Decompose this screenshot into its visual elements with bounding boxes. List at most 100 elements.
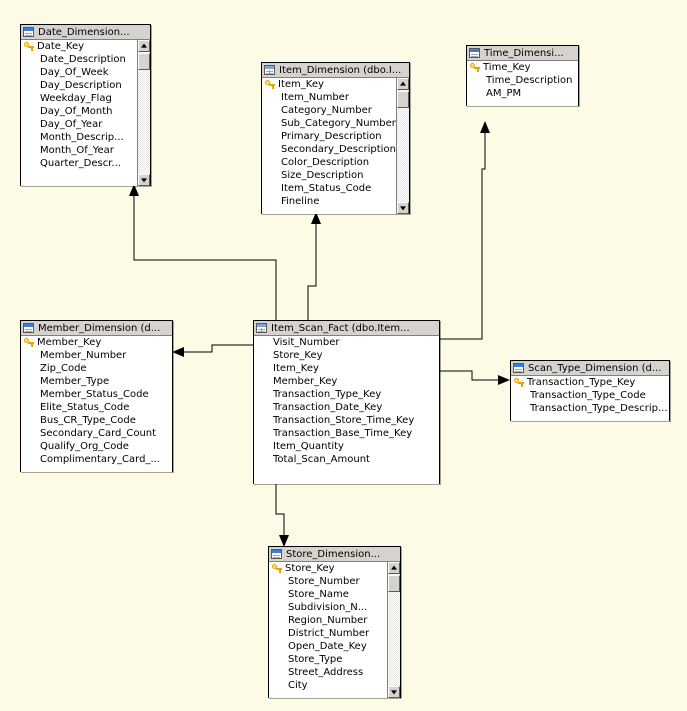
table-column-list[interactable]: Visit_Number Store_Key Item_Key Member_K… — [254, 336, 439, 484]
table-column-list[interactable]: Store_Key Store_Number Store_Name Subdiv… — [269, 562, 400, 698]
table-row[interactable]: Day_Of_Year — [21, 118, 138, 131]
scrollbar-thumb[interactable] — [138, 53, 150, 70]
table-row[interactable]: Qualify_Org_Code — [21, 440, 172, 453]
table-row[interactable]: Transaction_Date_Key — [254, 401, 439, 414]
table-title-bar[interactable]: Member_Dimension (d... — [21, 321, 172, 336]
table-row[interactable]: Elite_Status_Code — [21, 401, 172, 414]
table-row[interactable]: Color_Description — [262, 156, 397, 169]
table-store-dimension[interactable]: Store_Dimension... Store_Key Store_Numbe… — [268, 546, 401, 698]
table-title-text: Scan_Type_Dimension (d... — [528, 362, 662, 374]
table-row[interactable]: Store_Key — [254, 349, 439, 362]
table-time-dimension[interactable]: Time_Dimensi... Time_Key Time_Descriptio… — [466, 45, 579, 106]
table-row[interactable]: Member_Key — [254, 375, 439, 388]
table-row[interactable]: Complimentary_Card_... — [21, 453, 172, 466]
table-row[interactable]: Visit_Number — [254, 336, 439, 349]
scrollbar-track[interactable] — [388, 574, 400, 686]
column-name: Bus_CR_Type_Code — [40, 415, 136, 426]
table-row[interactable]: Member_Key — [21, 336, 172, 349]
scroll-down-button[interactable] — [397, 202, 409, 214]
table-row[interactable]: AM_PM — [467, 87, 578, 100]
table-row[interactable]: Bus_CR_Type_Code — [21, 414, 172, 427]
vertical-scrollbar[interactable] — [387, 562, 400, 698]
table-row[interactable]: Size_Description — [262, 169, 397, 182]
table-row[interactable]: Store_Key — [269, 562, 388, 575]
column-name: District_Number — [288, 628, 370, 639]
column-name: Subdivision_N... — [288, 602, 368, 613]
caret-down-icon — [141, 178, 147, 183]
table-row[interactable]: Member_Type — [21, 375, 172, 388]
table-column-list[interactable]: Item_Key Item_Number Category_Number Sub… — [262, 78, 409, 214]
table-row[interactable]: Zip_Code — [21, 362, 172, 375]
table-row[interactable]: Transaction_Type_Key — [511, 376, 669, 389]
table-row[interactable]: Secondary_Description — [262, 143, 397, 156]
table-row[interactable]: Time_Description — [467, 74, 578, 87]
table-row[interactable]: District_Number — [269, 627, 388, 640]
table-row[interactable]: Total_Scan_Amount — [254, 453, 439, 466]
vertical-scrollbar[interactable] — [137, 40, 150, 186]
table-row[interactable]: Transaction_Type_Code — [511, 389, 669, 402]
table-member-dimension[interactable]: Member_Dimension (d... Member_Key Member… — [20, 320, 173, 472]
table-row[interactable]: Item_Key — [254, 362, 439, 375]
table-title-bar[interactable]: Item_Scan_Fact (dbo.Item... — [254, 321, 439, 336]
vertical-scrollbar[interactable] — [396, 78, 409, 214]
table-row[interactable]: Date_Description — [21, 53, 138, 66]
table-row[interactable]: Day_Of_Month — [21, 105, 138, 118]
table-item-dimension[interactable]: Item_Dimension (dbo.I... Item_Key Item_N… — [261, 62, 410, 214]
scrollbar-thumb[interactable] — [388, 575, 400, 592]
table-row[interactable]: Category_Number — [262, 104, 397, 117]
table-column-list[interactable]: Transaction_Type_Key Transaction_Type_Co… — [511, 376, 669, 421]
scroll-up-button[interactable] — [397, 78, 409, 90]
table-title-bar[interactable]: Date_Dimension... — [21, 25, 150, 40]
table-row[interactable]: Store_Type — [269, 653, 388, 666]
table-row[interactable]: Item_Quantity — [254, 440, 439, 453]
table-row[interactable]: Transaction_Type_Descrip... — [511, 402, 669, 415]
table-column-list[interactable]: Date_Key Date_Description Day_Of_Week Da… — [21, 40, 150, 186]
scroll-down-button[interactable] — [138, 174, 150, 186]
table-row[interactable]: Secondary_Card_Count — [21, 427, 172, 440]
table-row[interactable]: Month_Descrip... — [21, 131, 138, 144]
table-row[interactable]: Day_Description — [21, 79, 138, 92]
table-scan-type-dimension[interactable]: Scan_Type_Dimension (d... Transaction_Ty… — [510, 360, 670, 421]
table-row[interactable]: Time_Key — [467, 61, 578, 74]
scroll-up-button[interactable] — [388, 562, 400, 574]
table-item-scan-fact[interactable]: Item_Scan_Fact (dbo.Item... Visit_Number… — [253, 320, 440, 484]
primary-key-icon — [469, 62, 480, 73]
table-date-dimension[interactable]: Date_Dimension... Date_Key Date_Descript… — [20, 24, 151, 186]
table-row[interactable]: Store_Name — [269, 588, 388, 601]
table-row[interactable]: Street_Address — [269, 666, 388, 679]
scrollbar-thumb[interactable] — [397, 91, 409, 108]
scroll-down-button[interactable] — [388, 686, 400, 698]
table-row[interactable]: Primary_Description — [262, 130, 397, 143]
table-row[interactable]: Transaction_Type_Key — [254, 388, 439, 401]
table-title-bar[interactable]: Item_Dimension (dbo.I... — [262, 63, 409, 78]
table-row[interactable]: Open_Date_Key — [269, 640, 388, 653]
table-row[interactable]: Member_Number — [21, 349, 172, 362]
table-row[interactable]: Sub_Category_Number — [262, 117, 397, 130]
table-row[interactable]: Date_Key — [21, 40, 138, 53]
table-row[interactable]: Day_Of_Week — [21, 66, 138, 79]
scrollbar-track[interactable] — [138, 52, 150, 174]
scroll-up-button[interactable] — [138, 40, 150, 52]
table-title-bar[interactable]: Time_Dimensi... — [467, 46, 578, 61]
table-row[interactable]: Store_Number — [269, 575, 388, 588]
table-row[interactable]: Transaction_Base_Time_Key — [254, 427, 439, 440]
scrollbar-track[interactable] — [397, 90, 409, 202]
table-row[interactable]: Weekday_Flag — [21, 92, 138, 105]
table-title-bar[interactable]: Store_Dimension... — [269, 547, 400, 562]
table-row[interactable]: Quarter_Descr... — [21, 157, 138, 170]
table-row[interactable]: Fineline — [262, 195, 397, 208]
table-row[interactable]: Item_Status_Code — [262, 182, 397, 195]
table-row[interactable]: Item_Number — [262, 91, 397, 104]
table-column-list[interactable]: Member_Key Member_Number Zip_Code Member… — [21, 336, 172, 472]
relationship-fact-to-time — [436, 121, 490, 355]
table-row[interactable]: Month_Of_Year — [21, 144, 138, 157]
table-row[interactable]: Item_Key — [262, 78, 397, 91]
table-row[interactable]: Member_Status_Code — [21, 388, 172, 401]
table-row[interactable]: Region_Number — [269, 614, 388, 627]
table-row[interactable]: City — [269, 679, 388, 692]
table-row[interactable]: Transaction_Store_Time_Key — [254, 414, 439, 427]
table-column-list[interactable]: Time_Key Time_Description AM_PM — [467, 61, 578, 106]
table-title-bar[interactable]: Scan_Type_Dimension (d... — [511, 361, 669, 376]
table-row[interactable]: Subdivision_N... — [269, 601, 388, 614]
